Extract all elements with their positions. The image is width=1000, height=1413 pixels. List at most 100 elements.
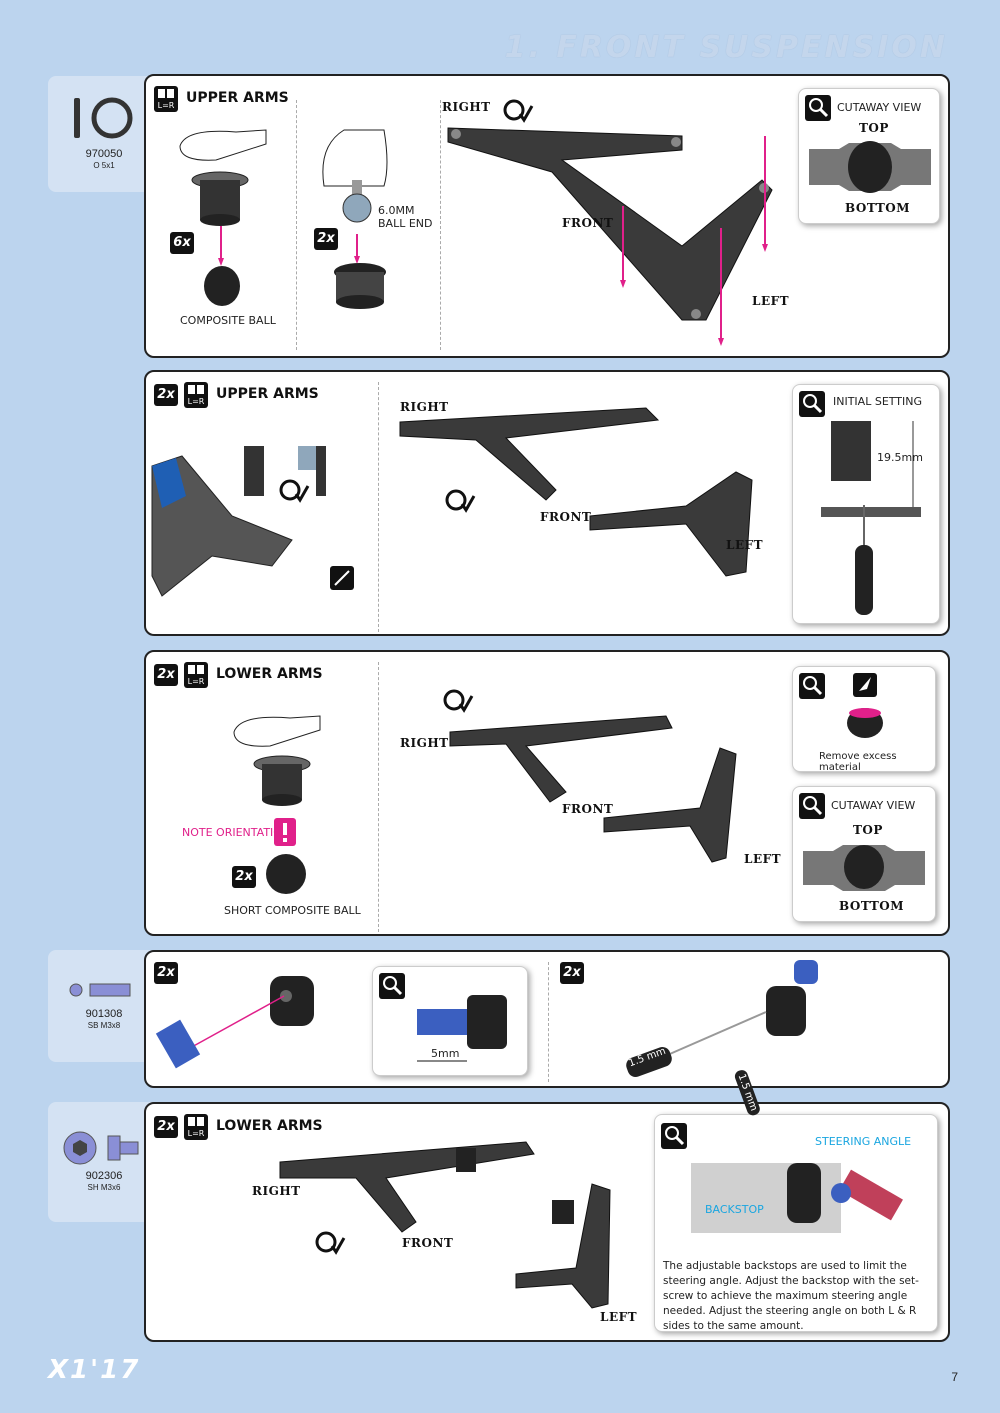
- arrow: [218, 226, 224, 266]
- quantity-badge: 2x: [154, 664, 178, 686]
- part-label: SHORT COMPOSITE BALL: [224, 904, 361, 917]
- no-tool-icon: [330, 566, 354, 590]
- tool-label: 2.0 mm: [832, 573, 843, 612]
- step-title: UPPER ARMS: [216, 386, 319, 402]
- detail-title: CUTAWAY VIEW: [837, 101, 922, 114]
- gear-check-icon: [315, 1231, 346, 1255]
- l-equals-r-icon: L=R: [184, 1114, 208, 1140]
- page-title: 1. FRONT SUSPENSION: [504, 30, 948, 65]
- composite-ball-part: [204, 266, 240, 306]
- bushing-part: [253, 755, 311, 806]
- orientation-label: LEFT: [744, 852, 782, 866]
- arrow: [762, 136, 768, 252]
- detail-caption: Remove excess material: [819, 751, 897, 773]
- bushing-part: [191, 171, 249, 226]
- detail-title: CUTAWAY VIEW: [831, 799, 916, 812]
- gear-check-icon: [279, 479, 310, 503]
- initial-setting-detail: INITIAL SETTING 19.5mm 2.0 mm: [792, 384, 940, 624]
- steering-angle-label: STEERING ANGLE: [815, 1135, 912, 1148]
- ball-end-part: [342, 180, 372, 223]
- gear-check-icon: [503, 99, 534, 123]
- backstop-label: BACKSTOP: [705, 1203, 764, 1216]
- hex-driver: [855, 505, 873, 615]
- cutaway-illustration: [809, 141, 931, 193]
- o-ring-icon: [74, 97, 133, 139]
- detail-title: INITIAL SETTING: [833, 395, 923, 408]
- magnifier-detail-icon: [805, 95, 831, 121]
- setting-illustration: [821, 421, 921, 517]
- orientation-label: RIGHT: [442, 100, 491, 114]
- magnifier-detail-icon: [799, 673, 825, 699]
- orientation-label: RIGHT: [400, 400, 449, 414]
- steering-angle-detail: STEERING ANGLE BACKSTOP The adjustable b…: [654, 1114, 938, 1332]
- quantity-badge: 2x: [154, 962, 178, 984]
- magnifier-detail-icon: [799, 793, 825, 819]
- arrow: [620, 206, 626, 288]
- spacer-illustration: [417, 995, 507, 1062]
- quantity-badge: 2x: [154, 384, 178, 406]
- cutaway-illustration: [803, 845, 925, 891]
- upper-arm-carbon-right: [399, 407, 660, 501]
- knife-icon: [853, 673, 877, 697]
- l-equals-r-icon: L=R: [184, 382, 208, 408]
- short-ball-part: [266, 854, 306, 894]
- orientation-label: FRONT: [540, 510, 592, 524]
- spacer-and-bushing: [155, 976, 314, 1069]
- quantity-badge: 2x: [232, 866, 256, 888]
- gear-check-icon: [443, 689, 474, 713]
- step-1-panel: L=R UPPER ARMS 6x COMPOSITE BALL 6.0MM B…: [144, 74, 950, 358]
- orientation-label: FRONT: [562, 216, 614, 230]
- top-label: TOP: [859, 121, 889, 135]
- gear-check-icon: [445, 489, 476, 513]
- step-4-panel: 2x 5mm 2x 1.5 mm: [144, 950, 950, 1088]
- upper-arm-carbon: [447, 127, 773, 321]
- orientation-label: LEFT: [752, 294, 790, 308]
- svg-text:L=R: L=R: [158, 101, 175, 110]
- svg-text:L=R: L=R: [188, 677, 205, 686]
- part-label: 6.0MM BALL END: [378, 204, 433, 230]
- bushing-part: [334, 263, 386, 309]
- quantity-badge: 6x: [170, 232, 194, 254]
- finger-illustration: [322, 129, 388, 187]
- steering-illustration: [691, 1163, 903, 1233]
- quantity-badge: 2x: [560, 962, 584, 984]
- spacer-dimension-detail: 5mm: [372, 966, 528, 1076]
- lower-arm-carbon-left: [515, 1183, 611, 1309]
- step-2-panel: 2x L=R UPPER ARMS RIGHT FRONT LEFT INITI…: [144, 370, 950, 636]
- top-label: TOP: [853, 823, 883, 837]
- brand-logo: X1'17: [48, 1355, 141, 1385]
- bottom-label: BOTTOM: [845, 201, 910, 215]
- note-orientation-label: NOTE ORIENTATION: [182, 826, 291, 839]
- step-title: LOWER ARMS: [216, 666, 323, 682]
- arrow: [354, 234, 360, 264]
- step-5-panel: 2x L=R LOWER ARMS RIGHT FRONT LEFT STEER…: [144, 1068, 950, 1342]
- steering-block-assembly: [626, 960, 818, 1078]
- svg-text:L=R: L=R: [188, 1129, 205, 1138]
- orientation-label: FRONT: [562, 802, 614, 816]
- arrow: [718, 228, 724, 346]
- step-title: LOWER ARMS: [216, 1118, 323, 1134]
- lower-arm-carbon-right: [449, 715, 673, 803]
- button-screw-icon: [69, 983, 131, 997]
- remove-material-detail: Remove excess material: [792, 666, 936, 773]
- pliers-illustration: [151, 455, 293, 597]
- upper-arm-carbon-left: [589, 471, 753, 577]
- socket-head-screw-icon: [63, 1131, 139, 1165]
- part-label: COMPOSITE BALL: [180, 314, 276, 327]
- finger-illustration: [179, 129, 267, 161]
- warning-icon: [274, 818, 296, 846]
- cutaway-view-detail: CUTAWAY VIEW TOP BOTTOM: [792, 786, 936, 922]
- dimension-label: 5mm: [431, 1047, 460, 1060]
- orientation-label: LEFT: [726, 538, 764, 552]
- dimension-label: 19.5mm: [877, 451, 923, 464]
- orientation-label: RIGHT: [400, 736, 449, 750]
- orientation-label: RIGHT: [252, 1184, 301, 1198]
- quantity-badge: 2x: [314, 228, 338, 250]
- bottom-label: BOTTOM: [839, 899, 904, 913]
